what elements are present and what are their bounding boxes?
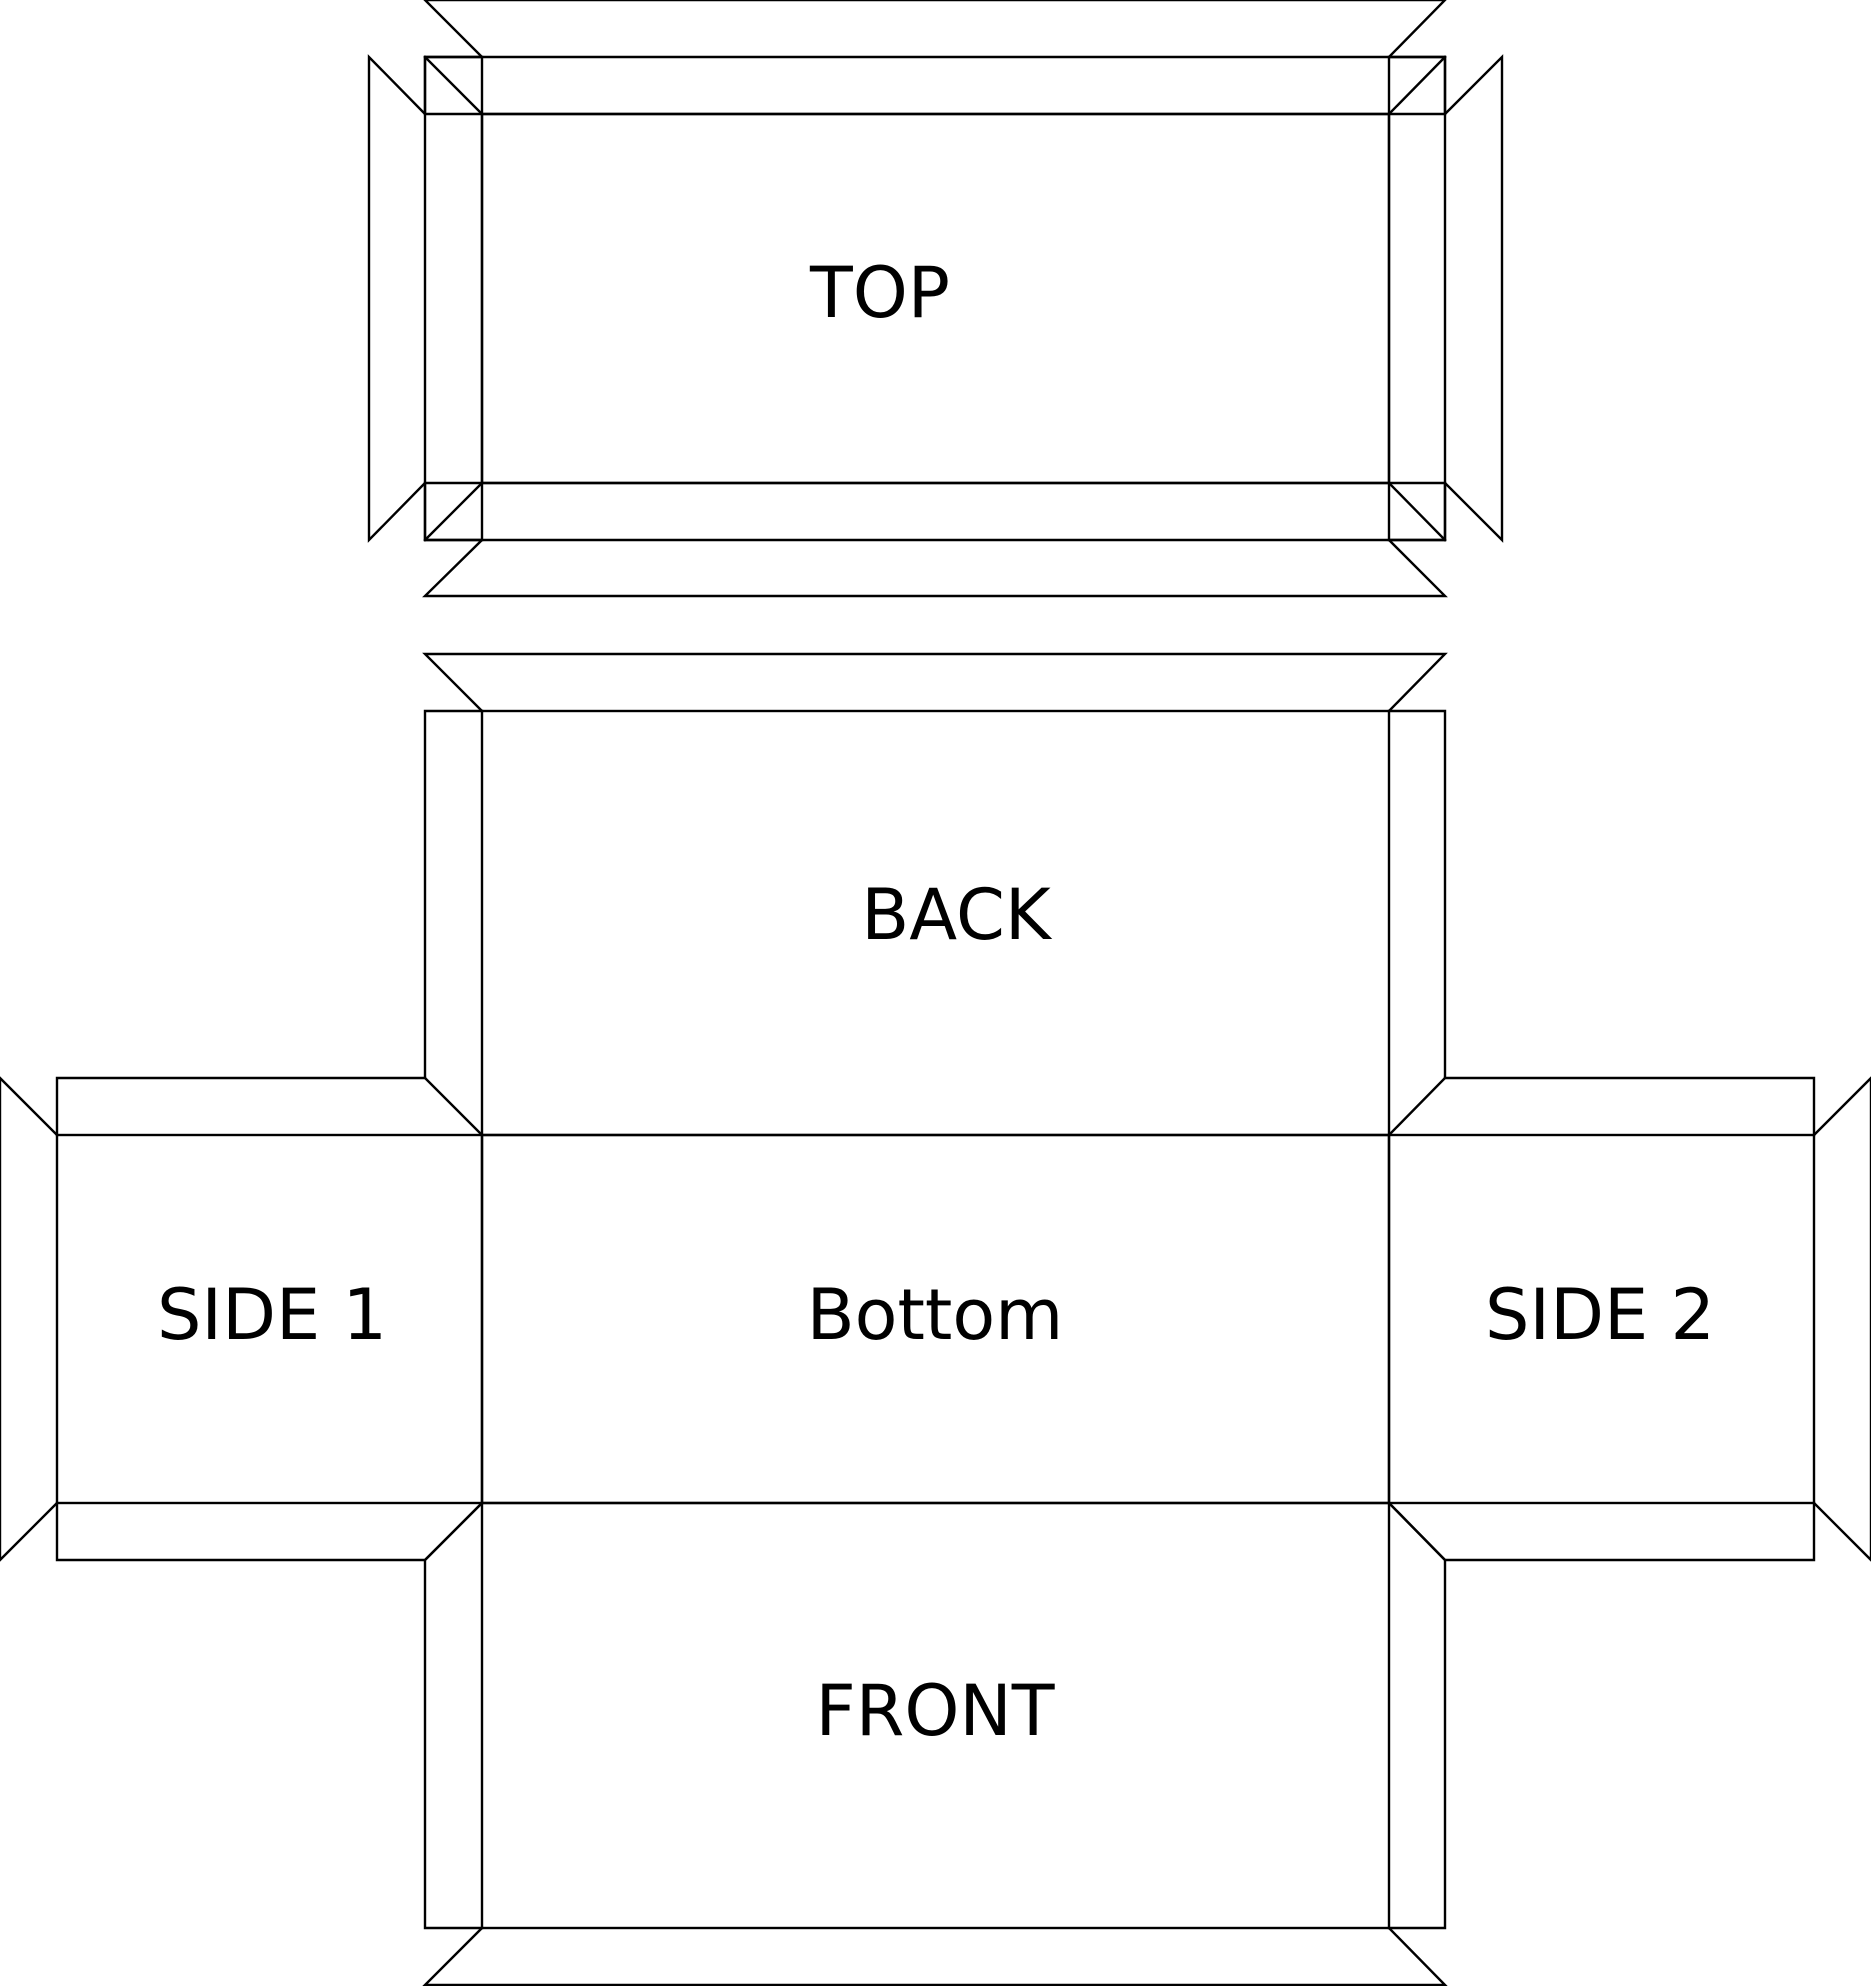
lid-corner-fold	[423, 55, 484, 116]
bottom-label: Bottom	[807, 1274, 1064, 1356]
base-piece	[0, 652, 1871, 1986]
front-bottom-flap	[422, 1926, 1448, 1986]
lid-corner-fold	[1387, 481, 1447, 542]
lid-left-wall-outline	[423, 55, 484, 542]
top-label: TOP	[809, 252, 950, 334]
lid-right-wall-outline	[1387, 55, 1447, 542]
lid-left-flap	[367, 54, 427, 543]
back-left-tab	[423, 709, 484, 1137]
front-left-tab	[423, 1501, 484, 1930]
back-right-tab	[1387, 709, 1447, 1137]
side1-outer-flap	[0, 1076, 59, 1562]
front-panel	[480, 1501, 1391, 1930]
lid-bottom-flap	[422, 538, 1448, 598]
front-label: FRONT	[815, 1670, 1054, 1752]
back-label: BACK	[861, 874, 1053, 956]
side2-bottom-tab	[1387, 1501, 1816, 1562]
lid-corner-fold	[423, 481, 484, 542]
side1-panel	[55, 1133, 484, 1505]
back-top-flap	[422, 652, 1448, 713]
side2-top-tab	[1443, 1076, 1816, 1137]
side2-label: SIDE 2	[1485, 1274, 1715, 1356]
lid-corner-fold	[1387, 55, 1447, 116]
lid-back-wall-outline	[423, 481, 1447, 542]
lid-right-flap	[1443, 54, 1504, 543]
side2-outer-flap	[1812, 1076, 1871, 1562]
side1-label: SIDE 1	[157, 1274, 387, 1356]
side1-bottom-tab	[55, 1501, 484, 1562]
lid-front-wall-outline	[423, 55, 1447, 116]
side1-top-tab	[55, 1076, 427, 1137]
lid-piece	[367, 0, 1504, 598]
lid-top-flap	[423, 0, 1447, 59]
front-right-tab	[1387, 1501, 1447, 1930]
side2-panel	[1387, 1133, 1816, 1505]
